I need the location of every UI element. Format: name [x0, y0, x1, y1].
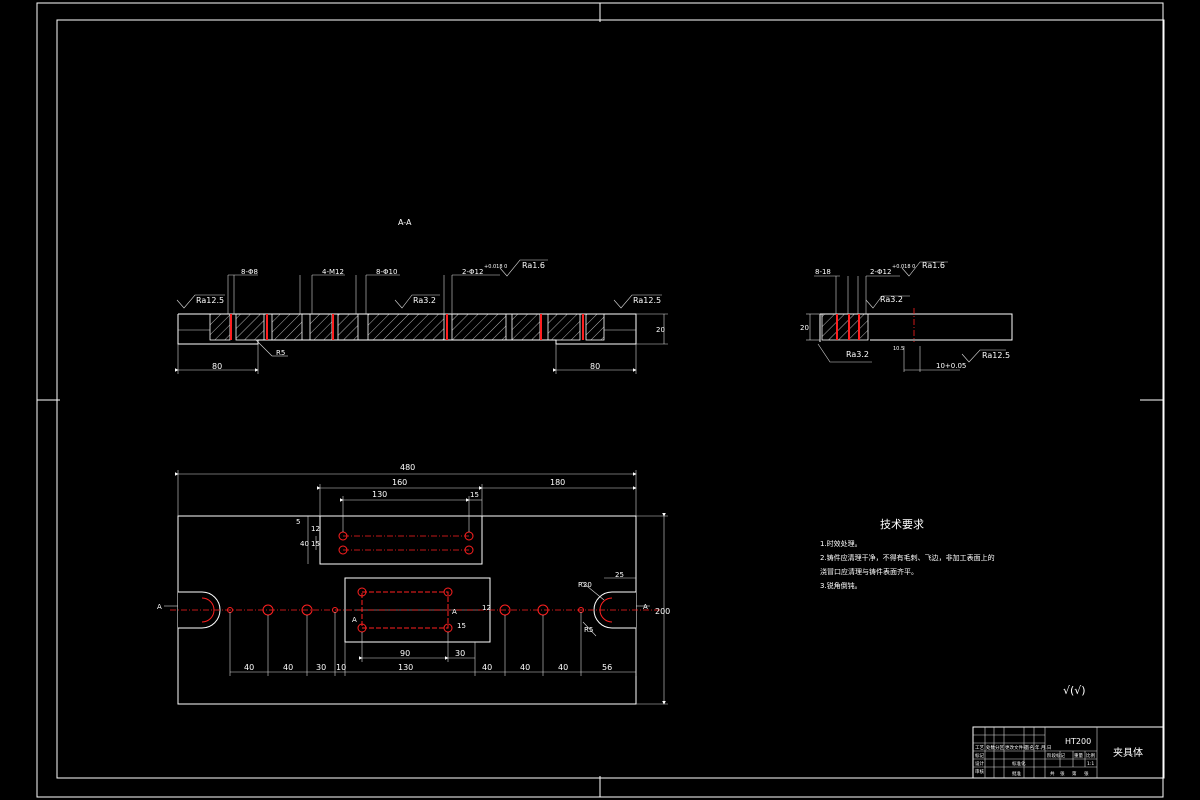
- stage-cell-2: 重量: [1074, 752, 1083, 759]
- row-label-3: 审核: [975, 768, 984, 775]
- callout-4-m12: 4-M12: [322, 268, 344, 276]
- section-mark-a-left: A: [157, 603, 162, 611]
- side-callout-right: 2-Φ12: [870, 268, 891, 276]
- dim-right-80: 80: [590, 362, 600, 371]
- header-cell-2: 分区: [995, 744, 1004, 751]
- tech-line-2: 2.铸件应清理干净，不得有毛刺、飞边，非加工表面上的: [820, 553, 995, 562]
- dim-side-marker: 5: [296, 518, 300, 526]
- tech-line-4: 3.锐角倒钝。: [820, 581, 862, 590]
- sheet-cell-4: 张: [1084, 770, 1089, 777]
- dim-side-12: 12: [311, 525, 320, 533]
- side-ra-mid: Ra3.2: [880, 295, 903, 304]
- inner-dim-15: 15: [457, 622, 466, 630]
- part-name: 夹具体: [1113, 746, 1143, 759]
- section-a-view: 8-Φ8 4-M12 8-Φ10 2-Φ12 +0.018 0 R5 Ra1.6…: [175, 259, 668, 374]
- dim-side-15: 15: [311, 540, 320, 548]
- dim-160: 160: [392, 478, 407, 487]
- inner-dim-12: 12: [482, 604, 491, 612]
- center-marks: [37, 3, 1163, 797]
- header-cell-5: 年.月.日: [1035, 744, 1051, 751]
- dim-left-80: 80: [212, 362, 222, 371]
- ra-left: Ra12.5: [196, 296, 224, 305]
- bottom-dim-9: 56: [602, 663, 612, 672]
- sheet-cell-2: 张: [1060, 770, 1065, 777]
- bottom-dim-5: 130: [398, 663, 413, 672]
- callout-8-phi10: 8-Φ10: [376, 268, 397, 276]
- stage-cell-1: 阶段标记: [1047, 752, 1065, 759]
- bottom-dim-1: 40: [244, 663, 254, 672]
- header-cell-3: 更改文件号: [1005, 744, 1028, 751]
- callout-2-phi12: 2-Φ12: [462, 268, 483, 276]
- dim-total-480: 480: [400, 463, 415, 472]
- dim-height-200: 200: [655, 607, 670, 616]
- side-callout-left: 8-18: [815, 268, 831, 276]
- section-mark-a-inner2: A: [452, 608, 457, 616]
- side-ra-right: Ra12.5: [982, 351, 1010, 360]
- scale-value: 1:1: [1087, 761, 1094, 767]
- bottom-dim-3: 30: [316, 663, 326, 672]
- section-mark-a-right: A: [643, 603, 648, 611]
- bottom-dim-6: 40: [482, 663, 492, 672]
- dim-90: 90: [400, 649, 410, 658]
- bottom-dim-8: 40: [558, 663, 568, 672]
- outer-border: [36, 2, 1164, 798]
- dim-130: 130: [372, 490, 387, 499]
- side-callout-tolerance: +0.018 0: [892, 264, 915, 270]
- bottom-dim-7: 40: [520, 663, 530, 672]
- side-dim-small: 10.5: [893, 346, 904, 352]
- bottom-dim-4: 10: [336, 663, 346, 672]
- roughness-symbols: [176, 259, 662, 309]
- side-dim-bottom: 10+0.05: [936, 362, 966, 370]
- ra-top-right: Ra1.6: [522, 261, 545, 270]
- dim-30: 30: [455, 649, 465, 658]
- material: HT200: [1065, 737, 1091, 746]
- ra-mid: Ra3.2: [413, 296, 436, 305]
- sheet-cell-1: 共: [1050, 770, 1055, 777]
- radius-r5: R5: [276, 349, 285, 357]
- tech-line-1: 1.时效处理。: [820, 539, 862, 548]
- row-label-1: 标记: [975, 752, 984, 759]
- side-section-view: 8-18 2-Φ12 +0.018 0 Ra1.6 Ra3.2 Ra3.2 Ra…: [800, 261, 1013, 372]
- header-cell-4: 签名: [1025, 744, 1034, 751]
- side-dim-height: 20: [800, 324, 809, 332]
- inner-border: [56, 19, 1165, 779]
- stage-cell-3: 比例: [1086, 752, 1095, 759]
- section-mark-a-inner1: A: [352, 616, 357, 624]
- title-block: HT200 夹具体 标记 设计 审核 工艺 处数 分区 更改文件号 签名 年.月…: [972, 726, 1165, 779]
- side-ra-bottom: Ra3.2: [846, 350, 869, 359]
- dim-180: 180: [550, 478, 565, 487]
- section-label: A-A: [398, 218, 412, 227]
- sheet-cell-3: 第: [1072, 770, 1077, 777]
- dim-15: 15: [470, 491, 479, 499]
- ra-right: Ra12.5: [633, 296, 661, 305]
- dim-r20: R20: [578, 581, 592, 589]
- row-label-4: 工艺: [975, 745, 984, 751]
- row-label-2: 设计: [975, 760, 984, 767]
- roughness-note: √(√): [1063, 684, 1086, 697]
- bottom-dim-2: 40: [283, 663, 293, 672]
- plan-view: A A A A 480 160 130 15 180 40 12 15 5: [157, 463, 670, 705]
- side-ra-top: Ra1.6: [922, 261, 945, 270]
- std-cell: 标准化: [1012, 760, 1026, 767]
- callout-8-phi8: 8-Φ8: [241, 268, 258, 276]
- dim-r5: R5: [584, 626, 593, 634]
- approve-cell: 批准: [1012, 770, 1021, 777]
- tech-title: 技术要求: [880, 518, 924, 531]
- dim-height-20: 20: [656, 326, 665, 334]
- technical-requirements: 技术要求 1.时效处理。 2.铸件应清理干净，不得有毛刺、飞边，非加工表面上的 …: [820, 518, 995, 590]
- header-cell-1: 处数: [986, 744, 995, 751]
- callout-tolerance: +0.018 0: [484, 264, 507, 270]
- dim-25: 25: [615, 571, 624, 579]
- dim-side-40: 40: [300, 540, 309, 548]
- tech-line-3: 浇冒口应清理与铸件表面齐平。: [820, 567, 918, 576]
